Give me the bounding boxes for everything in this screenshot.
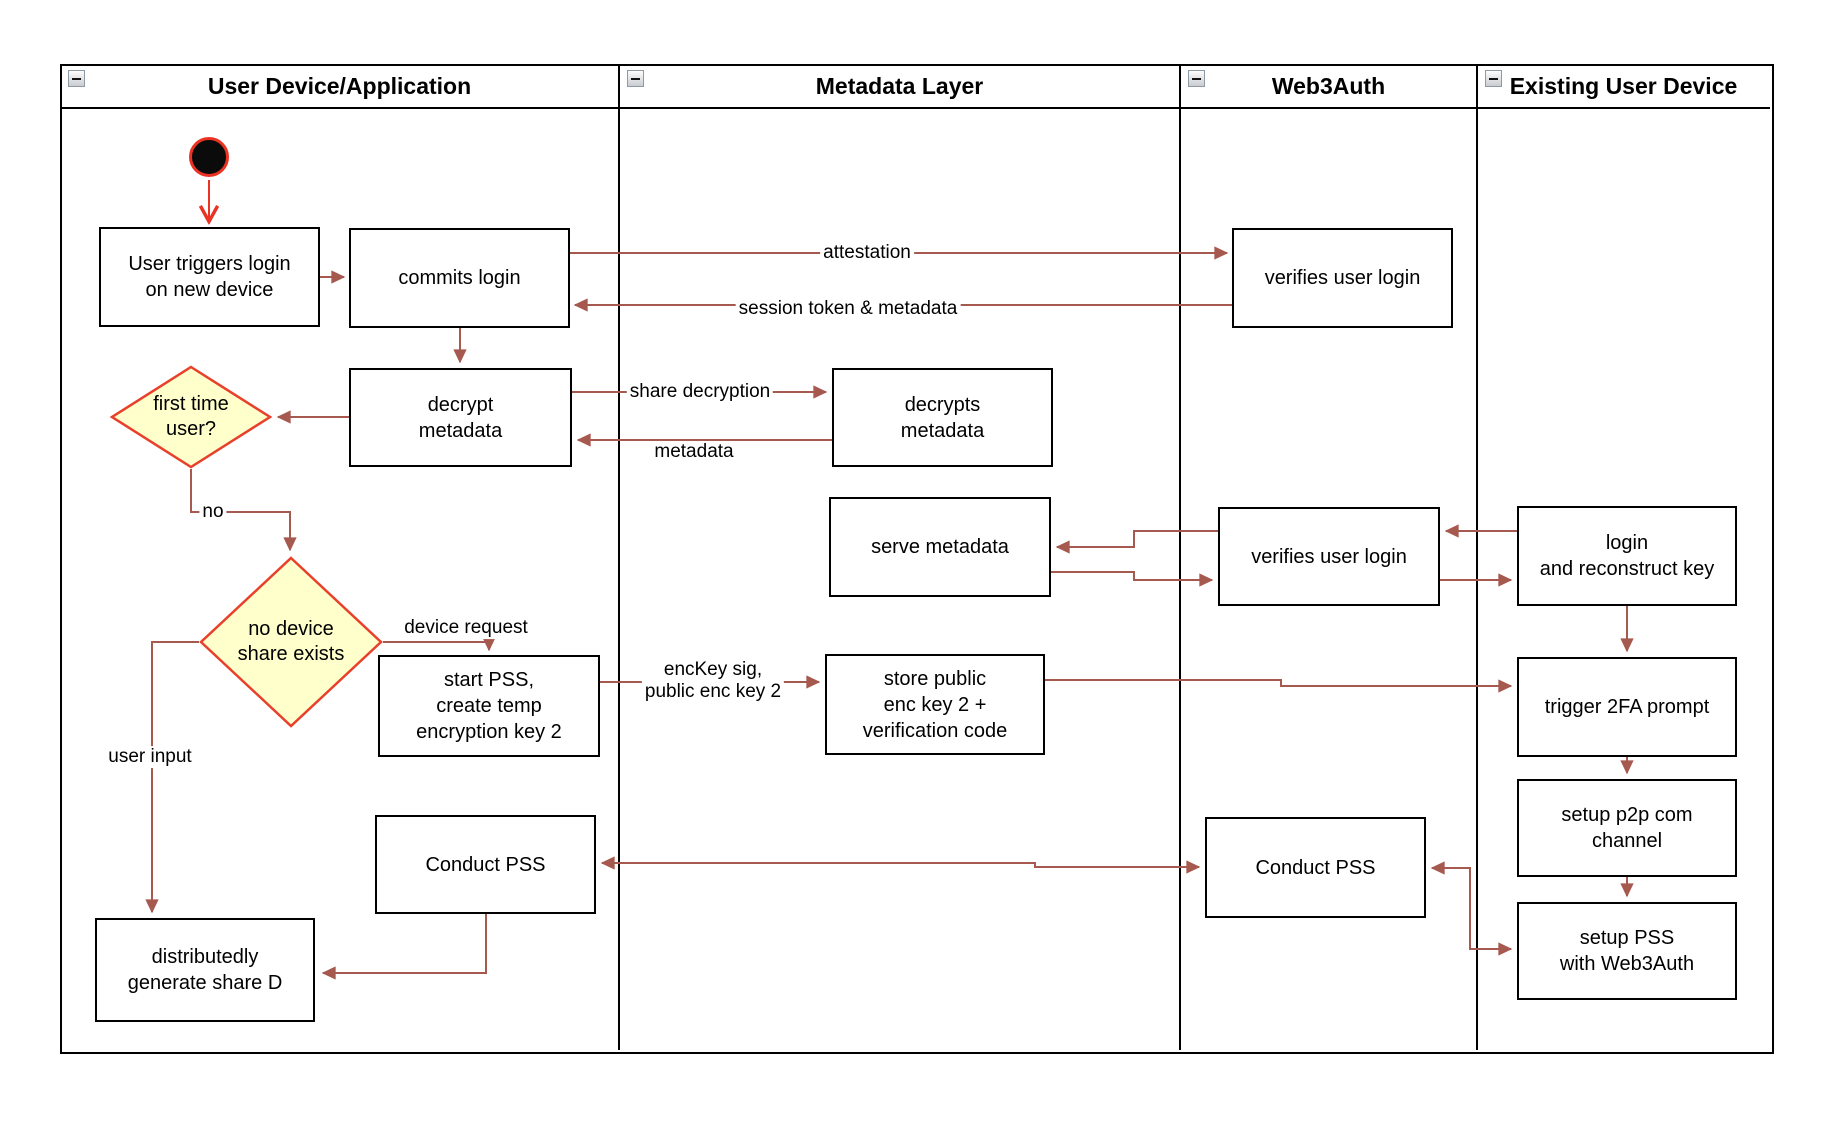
decision-no-device-share-exists: no device share exists [199,556,383,728]
lane-divider [1476,64,1478,1050]
lane-header-divider [60,107,1770,109]
decision-first-time-user: first time user? [110,365,272,469]
edge-label-device-request: device request [401,617,531,639]
node-conduct-pss-left: Conduct PSS [375,815,596,914]
edge-user-input-flow [145,641,199,914]
node-commits-login: commits login [349,228,570,328]
node-trigger-2fa-prompt: trigger 2FA prompt [1517,657,1737,757]
minus-icon [1489,77,1498,80]
node-decrypts-metadata: decrypts metadata [832,368,1053,467]
edge-verifies2-to-serve [1055,530,1218,554]
edge-label-user-input: user input [105,746,195,768]
edge-label-session-token: session token & metadata [735,298,961,320]
node-user-triggers-login: User triggers login on new device [99,227,320,327]
collapse-lane-button-existing-user-device[interactable] [1485,70,1502,87]
decision-label: no device share exists [237,618,345,665]
edge-store-to-trigger-2fa [1045,679,1513,693]
minus-icon [631,77,640,80]
node-serve-metadata: serve metadata [829,497,1051,597]
edge-conduct-w3a-setup-pss-link [1430,861,1513,956]
collapse-lane-button-user-device-application[interactable] [68,70,85,87]
node-setup-pss-web3auth: setup PSS with Web3Auth [1517,902,1737,1000]
collapse-lane-button-metadata-layer[interactable] [627,70,644,87]
edge-device-request-flow [383,637,496,652]
minus-icon [72,77,81,80]
swimlane-frame [60,64,1774,1054]
edge-first-time-no-branch [190,469,297,552]
edge-conduct-to-distributedly [321,914,487,980]
start-node [189,137,229,177]
edge-label-attestation: attestation [820,242,914,264]
edge-conduct-pss-link [600,856,1201,874]
edge-label-share-decryption: share decryption [626,381,774,403]
diamond-shape [199,556,383,728]
lane-title-existing-user-device: Existing User Device [1509,72,1738,99]
node-distributedly-generate: distributedly generate share D [95,918,315,1022]
node-login-reconstruct-key: login and reconstruct key [1517,506,1737,606]
lane-divider [618,64,620,1050]
edge-label-no: no [199,501,227,523]
lane-title-web3auth: Web3Auth [1271,72,1386,99]
decision-label: first time user? [153,393,229,440]
minus-icon [1192,77,1201,80]
node-decrypt-metadata: decrypt metadata [349,368,572,467]
node-verifies-user-login-2: verifies user login [1218,507,1440,606]
edge-label-metadata: metadata [651,441,737,463]
collapse-lane-button-web3auth[interactable] [1188,70,1205,87]
edge-serve-to-verifies2 [1051,571,1214,587]
lane-title-metadata-layer: Metadata Layer [815,72,984,99]
lane-divider [1179,64,1181,1050]
node-conduct-pss-web3auth: Conduct PSS [1205,817,1426,918]
node-verifies-user-login-1: verifies user login [1232,228,1453,328]
diamond-shape [110,365,272,469]
node-start-pss: start PSS, create temp encryption key 2 [378,655,600,757]
edge-label-enckey-sig: encKey sig, public enc key 2 [641,659,785,703]
node-setup-p2p-channel: setup p2p com channel [1517,779,1737,877]
lane-title-user-device-application: User Device/Application [207,72,472,99]
node-store-public-enc-key: store public enc key 2 + verification co… [825,654,1045,755]
